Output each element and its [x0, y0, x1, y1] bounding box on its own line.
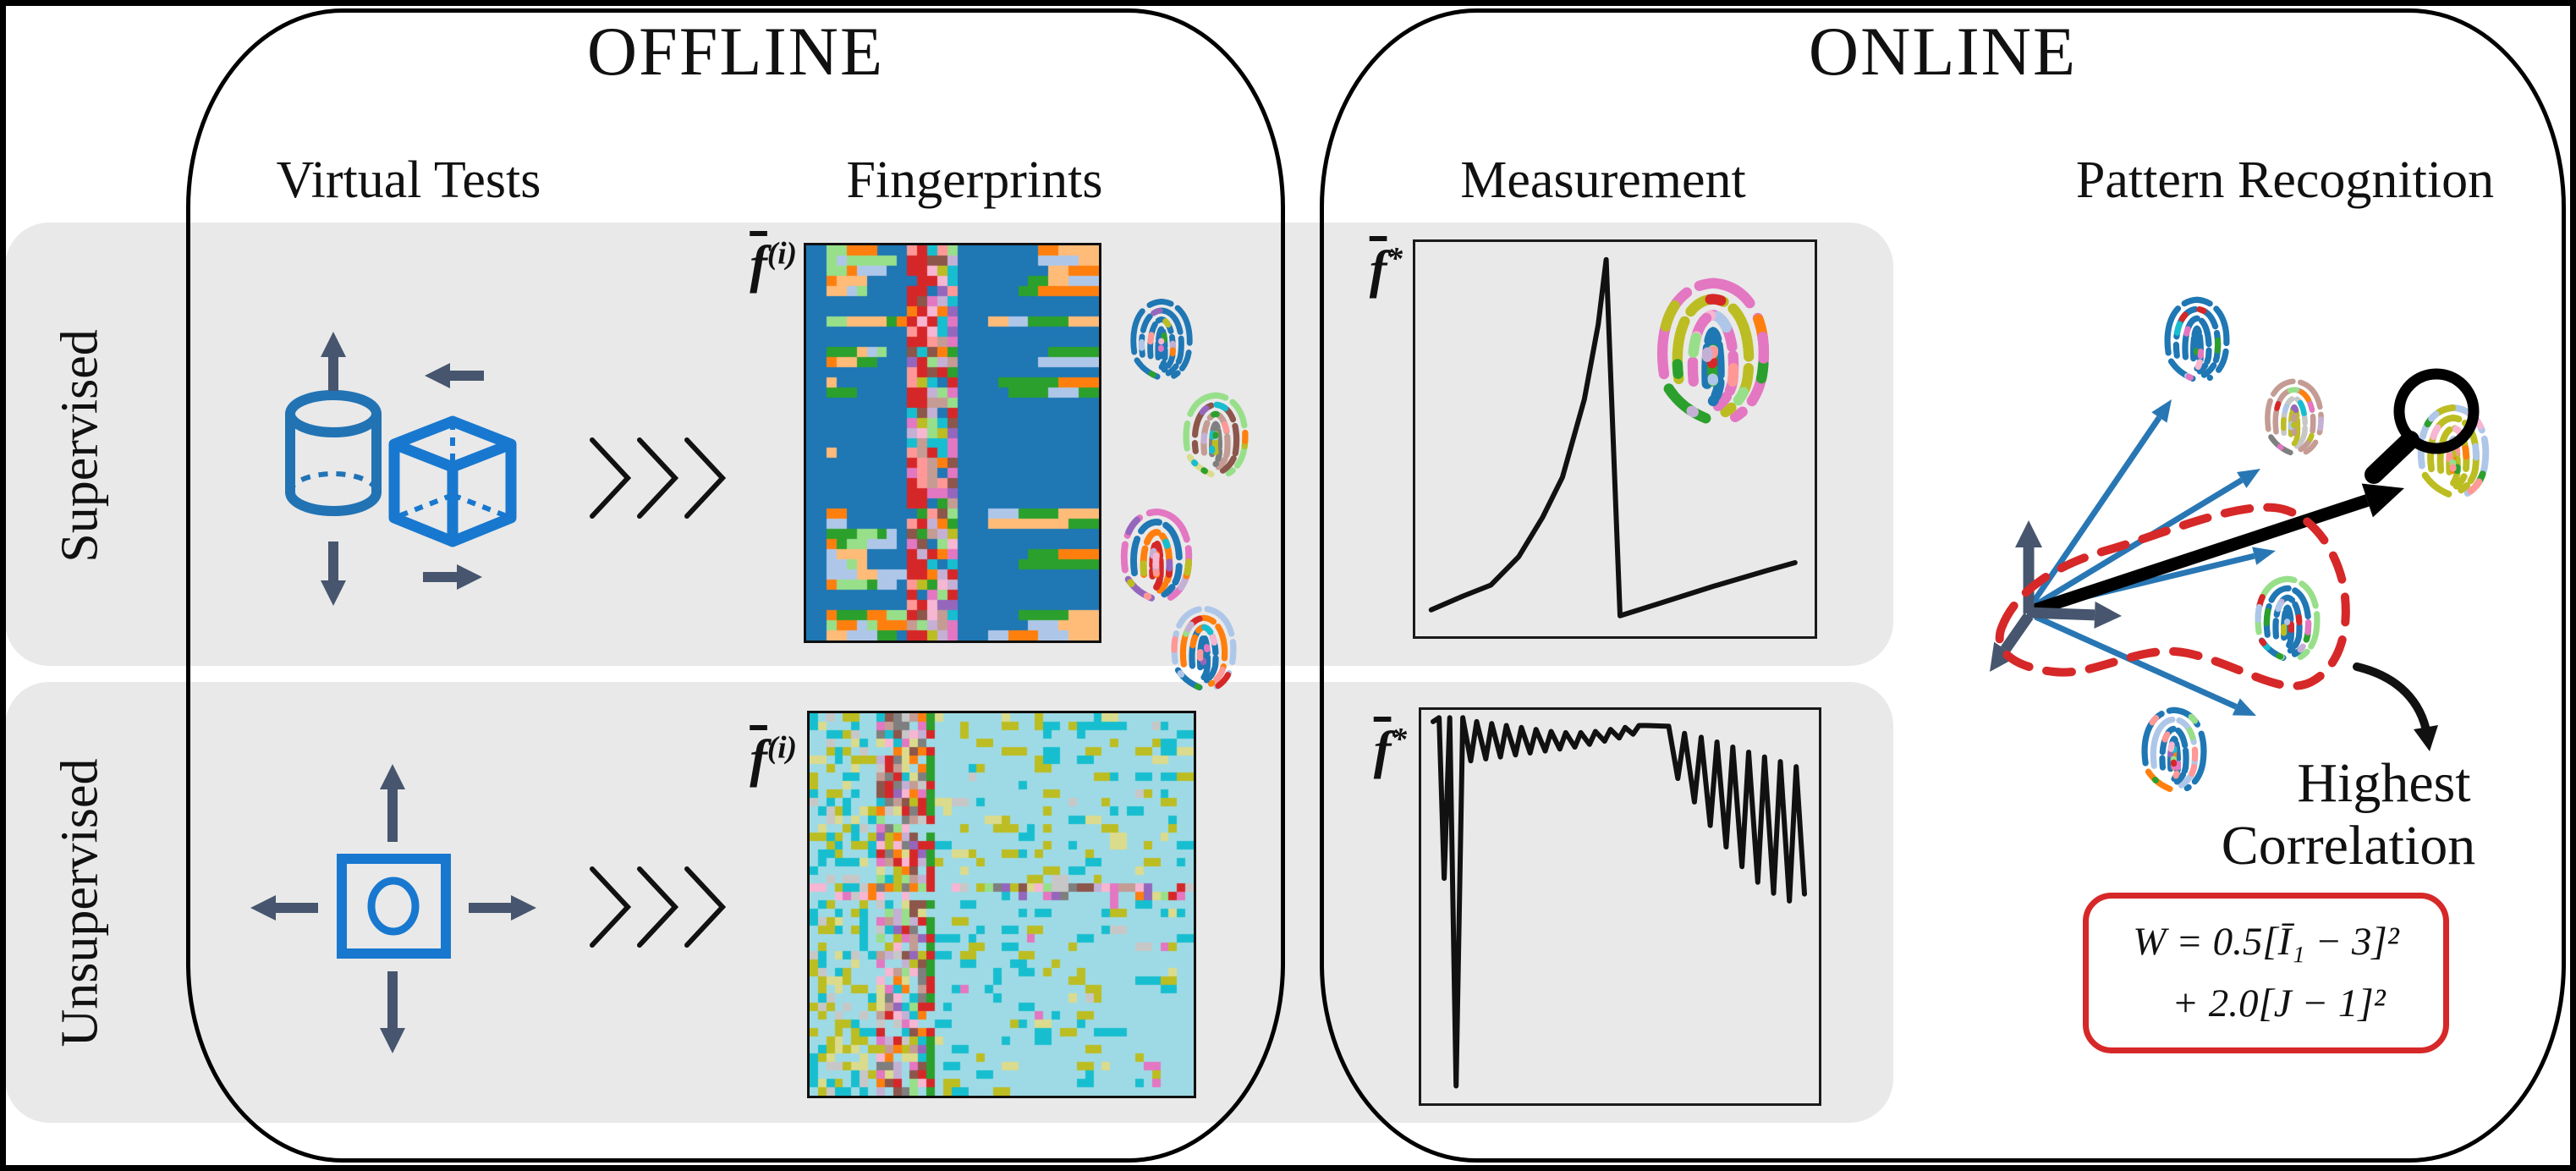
measurement-vector-label-unsupervised: f*: [1373, 722, 1407, 779]
fingerprint-vector-label-supervised: f(i): [750, 236, 797, 294]
unsupervised-fingerprint-heatmap: [807, 711, 1196, 1098]
equation-line-2: + 2.0[J − 1]²: [2172, 981, 2386, 1025]
offline-panel: [186, 8, 1285, 1163]
unsupervised-heatmap-canvas: [810, 713, 1194, 1096]
online-title: ONLINE: [1808, 13, 2078, 90]
equation-line-1: W = 0.5[Ī₁ − 3]²: [2133, 920, 2399, 965]
measurement-vector-label-supervised: f*: [1369, 241, 1403, 299]
strain-energy-equation-box: W = 0.5[Ī₁ − 3]² + 2.0[J − 1]²: [2083, 893, 2449, 1053]
highest-correlation-label-line1: Highest: [2297, 752, 2471, 814]
column-header-measurement: Measurement: [1460, 151, 1746, 209]
unsupervised-measurement-plot: [1419, 707, 1821, 1106]
supervised-fingerprint-heatmap: [804, 243, 1101, 643]
online-panel: [1320, 8, 2566, 1163]
supervised-measurement-plot: [1413, 239, 1817, 639]
column-header-virtual-tests: Virtual Tests: [276, 151, 541, 209]
row-label-unsupervised: Unsupervised: [51, 758, 109, 1047]
offline-title: OFFLINE: [586, 13, 885, 90]
column-header-pattern-recognition: Pattern Recognition: [2075, 151, 2495, 209]
column-header-fingerprints: Fingerprints: [846, 151, 1103, 209]
row-label-supervised: Supervised: [51, 329, 109, 563]
fingerprint-vector-label-unsupervised: f(i): [750, 730, 797, 788]
supervised-heatmap-canvas: [806, 245, 1099, 640]
highest-correlation-label-line2: Correlation: [2221, 815, 2476, 877]
